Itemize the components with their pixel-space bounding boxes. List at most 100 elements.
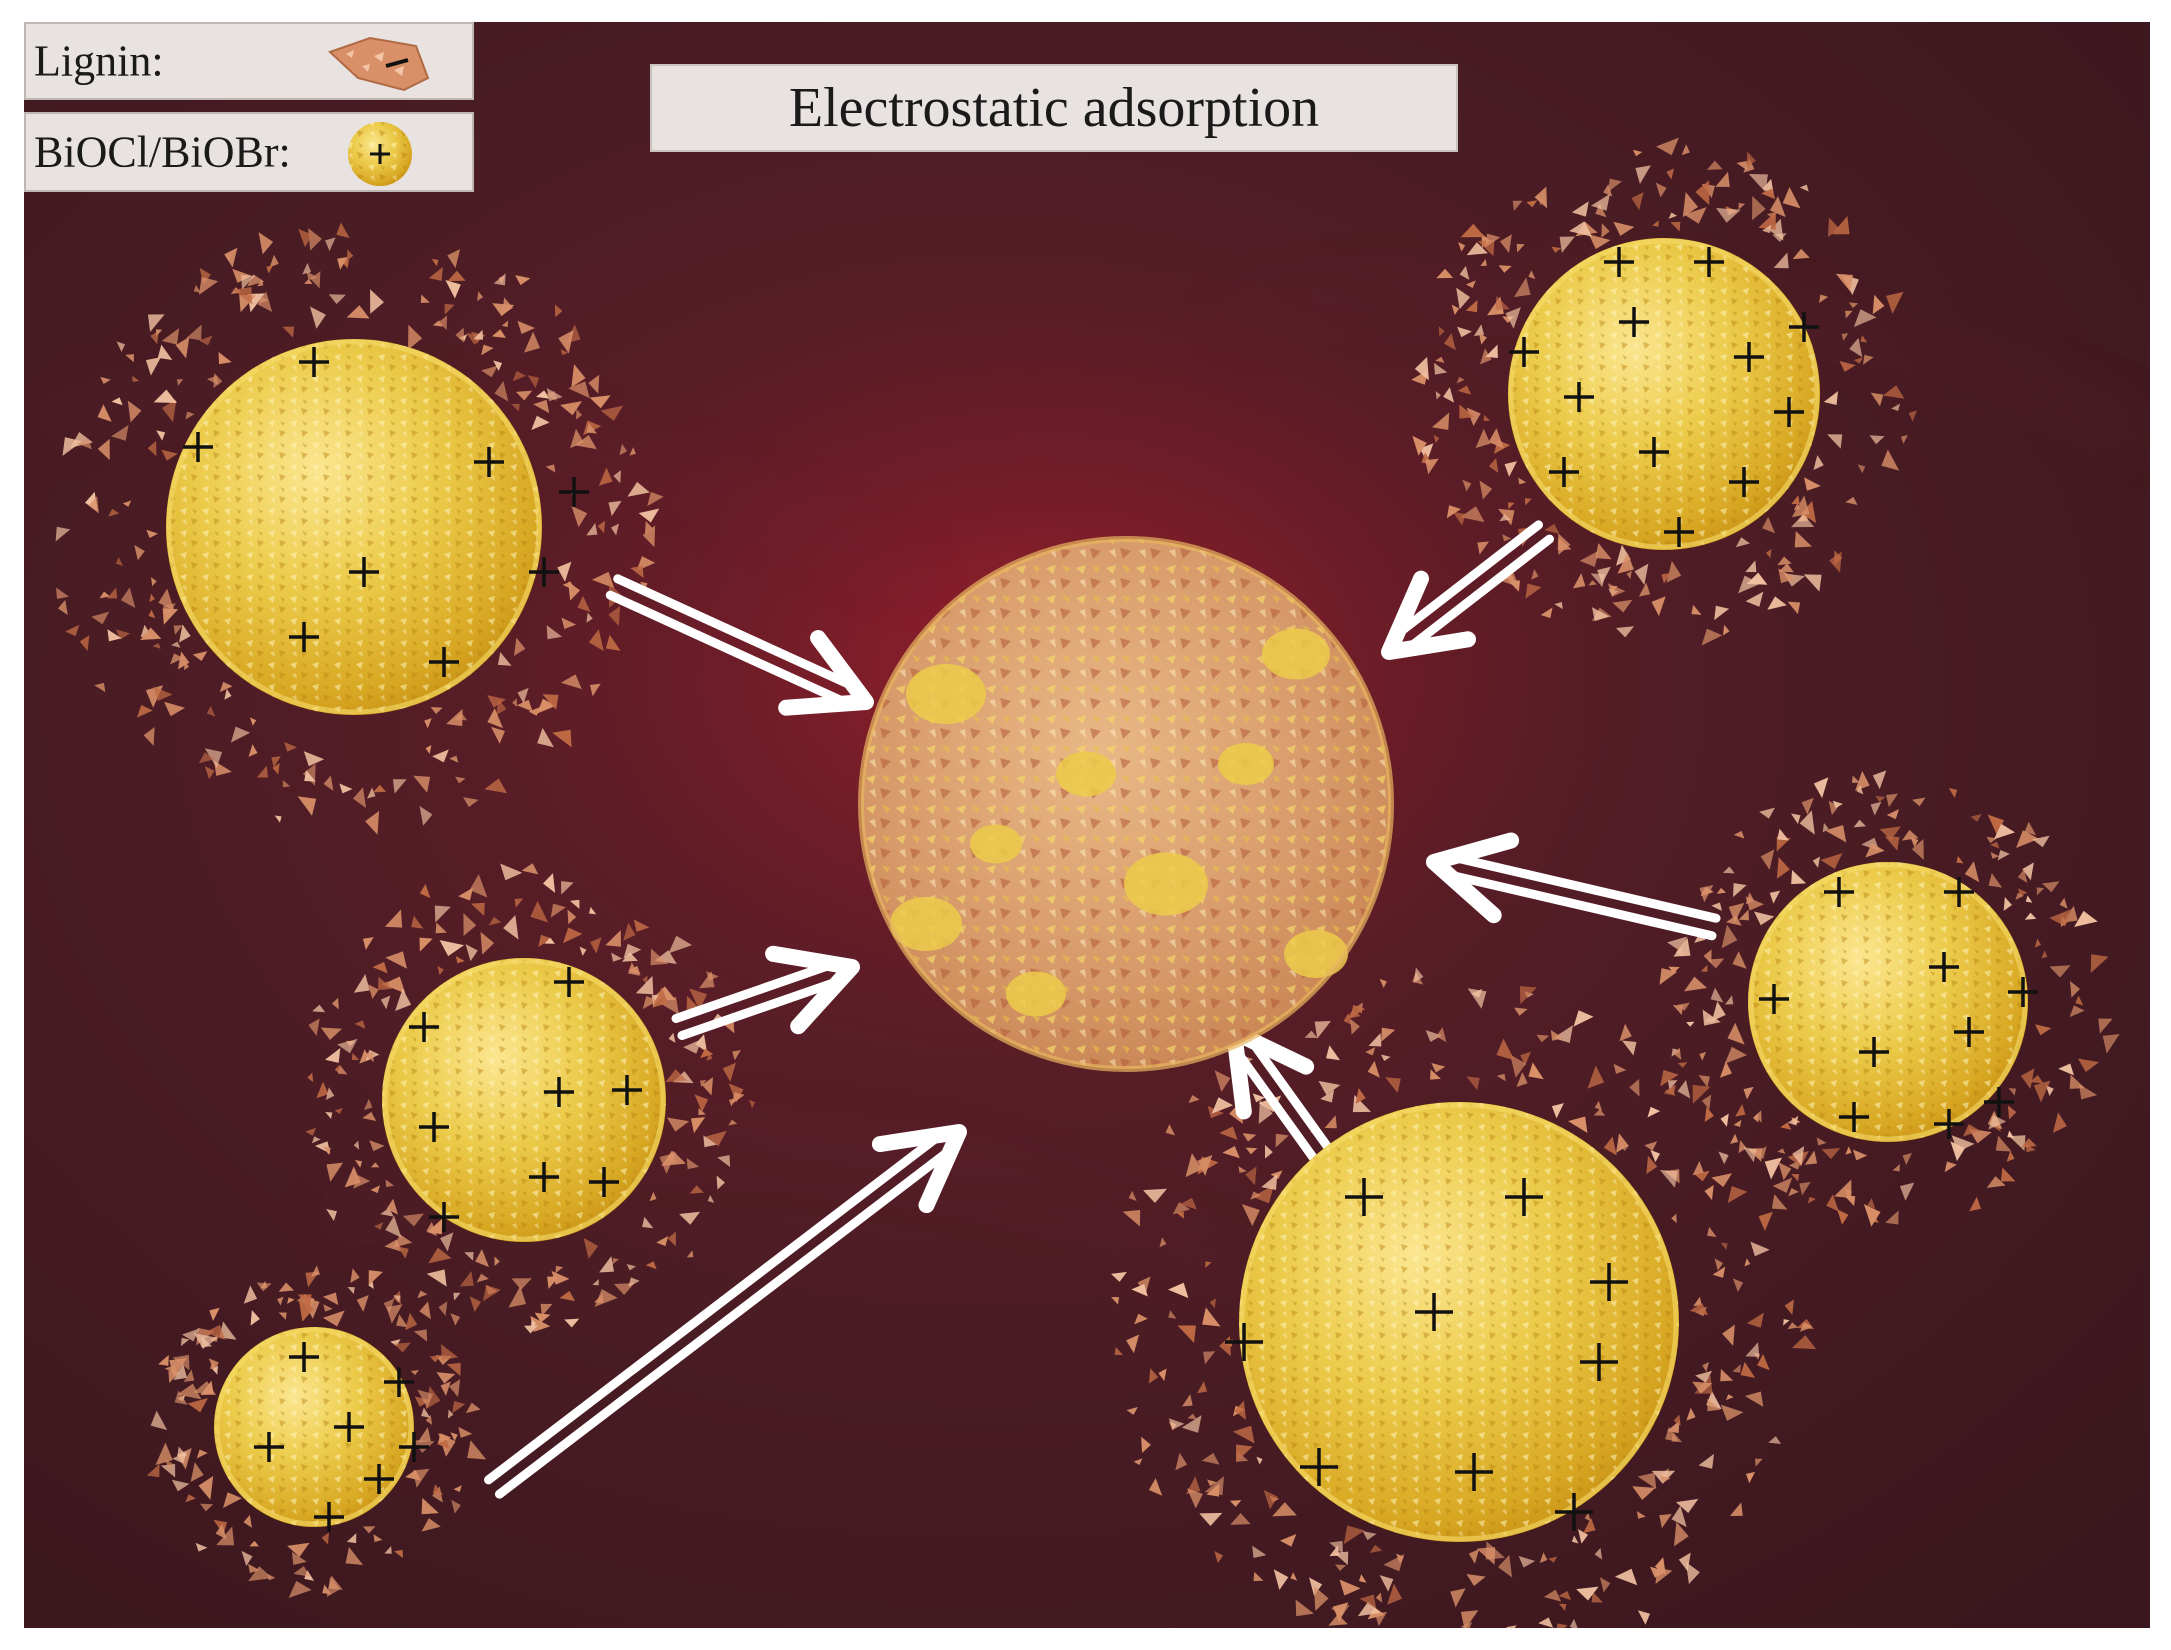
- lignin-fragment: [1882, 385, 1905, 399]
- lignin-fragment: [386, 1198, 399, 1215]
- lignin-fragment: [2036, 887, 2045, 896]
- lignin-fragment: [1791, 1174, 1800, 1182]
- lignin-fragment: [1488, 428, 1504, 449]
- lignin-fragment: [554, 304, 563, 318]
- lignin-fragment: [410, 1369, 419, 1376]
- lignin-fragment: [1701, 1094, 1712, 1110]
- lignin-fragment: [322, 1310, 345, 1327]
- lignin-fragment: [1207, 1479, 1217, 1487]
- lignin-fragment: [1695, 1370, 1713, 1383]
- lignin-fragment: [717, 1155, 731, 1168]
- lignin-fragment: [642, 1216, 654, 1229]
- lignin-fragment: [1684, 976, 1708, 992]
- lignin-fragment: [155, 329, 163, 336]
- positive-charge: [1729, 467, 1759, 497]
- lignin-fragment: [171, 641, 181, 648]
- diagram-title: Electrostatic adsorption: [788, 77, 1320, 139]
- lignin-fragment: [1613, 1063, 1627, 1074]
- lignin-fragment: [497, 652, 512, 666]
- lignin-fragment: [326, 1208, 337, 1222]
- lignin-fragment: [647, 491, 664, 507]
- lignin-fragment: [394, 1342, 411, 1353]
- lignin-fragment: [1681, 144, 1690, 156]
- positive-charge: [1555, 1493, 1593, 1531]
- lignin-fragment: [298, 1298, 314, 1322]
- lignin-fragment: [1516, 243, 1525, 253]
- lignin-fragment: [1484, 233, 1501, 248]
- lignin-fragment: [1673, 1414, 1681, 1426]
- lignin-fragment: [157, 344, 173, 361]
- lignin-fragment: [1844, 1195, 1856, 1207]
- lignin-fragment: [382, 976, 406, 994]
- lignin-fragment: [1661, 573, 1671, 584]
- lignin-fragment: [1569, 1618, 1579, 1628]
- lignin-fragment: [1782, 187, 1801, 209]
- lignin-fragment: [1911, 839, 1924, 861]
- lignin-fragment: [1496, 1038, 1515, 1061]
- lignin-fragment: [353, 1140, 360, 1150]
- lignin-fragment: [432, 749, 449, 763]
- lignin-fragment: [440, 1381, 451, 1396]
- lignin-fragment: [339, 783, 353, 794]
- lignin-fragment: [1357, 1601, 1381, 1617]
- lignin-fragment: [2034, 1024, 2052, 1036]
- lignin-fragment: [521, 863, 539, 875]
- lignin-fragment: [1460, 506, 1485, 523]
- lignin-fragment: [351, 1053, 360, 1061]
- lignin-fragment: [1425, 458, 1439, 475]
- lignin-fragment: [1671, 1505, 1687, 1528]
- lignin-fragment: [308, 1018, 320, 1037]
- lignin-fragment: [1498, 265, 1512, 273]
- lignin-fragment: [1832, 800, 1843, 809]
- lignin-fragment: [1886, 809, 1900, 820]
- lignin-fragment: [679, 1211, 701, 1225]
- lignin-fragment: [1111, 1297, 1119, 1305]
- lignin-fragment: [1505, 307, 1521, 329]
- lignin-fragment: [1510, 1054, 1527, 1078]
- lignin-fragment: [278, 1312, 287, 1320]
- lignin-fragment: [219, 681, 233, 693]
- lignin-fragment: [1848, 302, 1859, 309]
- lignin-fragment: [1196, 1381, 1208, 1394]
- lignin-fragment: [369, 1140, 385, 1152]
- lignin-fragment: [181, 1328, 200, 1342]
- lignin-fragment: [706, 971, 719, 981]
- lignin-fragment: [204, 766, 215, 780]
- positive-charge: [554, 967, 584, 997]
- lignin-fragment: [426, 1221, 437, 1237]
- lignin-fragment: [444, 303, 455, 315]
- lignin-fragment: [147, 440, 157, 457]
- lignin-fragment: [611, 952, 623, 962]
- lignin-fragment: [1368, 1032, 1382, 1047]
- lignin-fragment: [437, 965, 444, 976]
- lignin-fragment: [470, 902, 485, 916]
- gold-patch: [1262, 628, 1330, 680]
- lignin-fragment: [2069, 1005, 2085, 1018]
- lignin-fragment: [1477, 240, 1495, 257]
- lignin-fragment: [408, 324, 423, 350]
- lignin-fragment: [302, 262, 312, 275]
- lignin-fragment: [1845, 496, 1858, 505]
- lignin-fragment: [463, 797, 479, 808]
- lignin-fragment: [170, 653, 184, 665]
- positive-charge: [474, 447, 504, 477]
- lignin-fragment: [1185, 1153, 1203, 1178]
- lignin-fragment: [1659, 1170, 1678, 1188]
- lignin-fragment: [1466, 1574, 1486, 1586]
- lignin-fragment: [288, 1580, 312, 1599]
- lignin-fragment: [1686, 1407, 1696, 1421]
- lignin-fragment: [1617, 552, 1634, 574]
- lignin-fragment: [1818, 294, 1829, 303]
- lignin-fragment: [1525, 583, 1542, 599]
- lignin-fragment: [421, 1497, 439, 1515]
- lignin-fragment: [1495, 295, 1510, 310]
- lignin-fragment: [1238, 1166, 1247, 1174]
- lignin-fragment: [1245, 1147, 1258, 1155]
- lignin-fragment: [1744, 1391, 1764, 1407]
- lignin-fragment: [1632, 1486, 1656, 1500]
- lignin-fragment: [384, 1545, 392, 1554]
- lignin-fragment: [665, 1069, 687, 1083]
- lignin-fragment: [1693, 1296, 1702, 1307]
- lignin-fragment: [488, 916, 502, 926]
- lignin-fragment: [385, 1215, 402, 1238]
